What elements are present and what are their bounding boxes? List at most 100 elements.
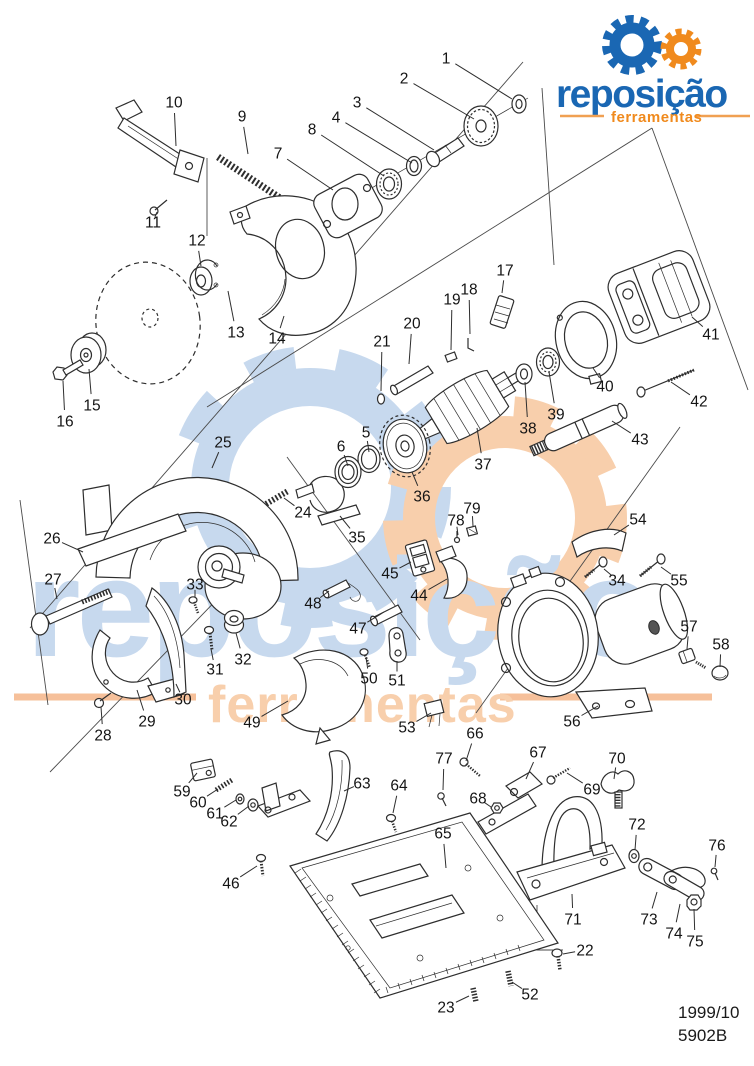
part-number-label-35: 35: [348, 530, 365, 547]
part-number-label-57: 57: [680, 619, 697, 636]
part-number-label-3: 3: [353, 95, 362, 112]
part-number-label-47: 47: [349, 621, 366, 638]
logo-wordmark: reposição: [556, 73, 727, 116]
part-number-label-77: 77: [435, 751, 452, 768]
leader-line-part-17: [501, 280, 505, 294]
leader-line-part-19: [450, 309, 453, 351]
part-number-label-44: 44: [410, 588, 428, 605]
part-number-label-67: 67: [529, 745, 546, 762]
leader-line-part-18: [468, 299, 471, 335]
part-screw-46: [255, 853, 267, 877]
leader-line-part-35: [339, 515, 351, 529]
part-base-plate-65: [289, 812, 559, 999]
part-number-label-29: 29: [138, 714, 155, 731]
part-number-label-15: 15: [83, 398, 100, 415]
leader-line-part-74: [675, 903, 681, 923]
leader-line-part-12: [198, 250, 202, 267]
part-lever-74: [663, 870, 705, 902]
part-screw-78: [453, 531, 461, 544]
leader-line-part-23: [455, 995, 470, 1003]
part-number-label-13: 13: [227, 325, 244, 342]
part-number-label-2: 2: [400, 71, 409, 88]
part-bolt-27: [30, 588, 113, 636]
part-number-label-63: 63: [353, 776, 370, 793]
part-bearing-retainer-40: [554, 300, 618, 385]
part-number-label-75: 75: [686, 934, 703, 951]
part-number-label-56: 56: [563, 714, 580, 731]
leader-line-part-1: [455, 63, 513, 100]
part-wing-bolt-70: [600, 770, 635, 809]
part-screw-55: [639, 553, 666, 578]
leader-line-part-45: [399, 561, 412, 569]
leader-line-part-21: [380, 351, 383, 392]
part-number-label-27: 27: [44, 572, 61, 589]
leader-line-part-42: [670, 381, 691, 396]
leader-line-part-20: [408, 333, 412, 365]
leader-line-part-29: [136, 689, 145, 711]
leader-line-part-61: [224, 799, 237, 808]
part-bearing-8: [375, 168, 403, 200]
part-block-53: [423, 698, 445, 728]
part-number-label-79: 79: [463, 501, 480, 518]
leader-line-part-43: [611, 420, 632, 434]
part-number-label-76: 76: [708, 838, 725, 855]
leader-line-part-36: [411, 471, 419, 487]
part-number-label-11: 11: [145, 215, 161, 232]
part-screw-69: [546, 766, 571, 785]
part-guard-plate-30: [145, 587, 187, 698]
leader-line-part-78: [456, 526, 459, 536]
part-number-label-10: 10: [165, 95, 183, 112]
part-trigger-44: [435, 545, 468, 599]
part-shaft-20: [389, 365, 434, 396]
part-switch-45: [404, 539, 436, 577]
part-number-label-46: 46: [222, 876, 239, 893]
part-shaft-3: [425, 137, 465, 168]
part-number-label-37: 37: [474, 457, 491, 474]
leader-line-part-2: [413, 83, 475, 120]
part-number-label-20: 20: [403, 316, 421, 333]
leader-line-part-76: [714, 854, 717, 868]
part-number-label-71: 71: [564, 912, 581, 929]
part-screw-11: [149, 199, 168, 216]
part-guide-63: [256, 750, 351, 842]
leader-line-part-69: [566, 772, 584, 784]
part-number-label-30: 30: [174, 692, 192, 709]
leader-line-part-10: [173, 112, 177, 147]
part-number-label-19: 19: [443, 292, 460, 309]
leader-line-part-47: [367, 611, 385, 623]
part-number-label-36: 36: [413, 489, 430, 506]
leader-line-part-26: [61, 542, 84, 553]
diagram-date: 1999/10: [678, 1003, 739, 1022]
part-blade-case-25: [82, 476, 299, 620]
leader-line-part-71: [571, 893, 574, 909]
part-number-label-61: 61: [206, 806, 223, 823]
leader-line-part-5: [366, 440, 370, 453]
part-pin-52: [505, 970, 514, 987]
part-screw-34: [584, 556, 608, 579]
part-number-label-59: 59: [173, 784, 190, 801]
part-sleeve-19: [444, 351, 458, 363]
part-screw-76: [710, 867, 719, 881]
leader-line-part-65: [443, 843, 447, 869]
leader-line-part-62: [237, 805, 250, 815]
part-screw-64: [385, 813, 398, 833]
part-number-label-52: 52: [521, 987, 538, 1004]
part-number-label-68: 68: [469, 791, 486, 808]
leader-line-part-31: [210, 648, 214, 661]
leader-line-part-22: [562, 951, 576, 955]
part-number-label-16: 16: [56, 414, 73, 431]
part-number-label-9: 9: [238, 109, 247, 126]
leader-line-part-68: [483, 801, 492, 808]
leader-line-part-58: [719, 654, 722, 668]
leader-line-part-53: [416, 712, 432, 722]
leader-line-part-54: [613, 524, 630, 536]
part-screw-22: [551, 948, 563, 971]
leader-line-part-64: [392, 795, 398, 814]
part-bracket-67: [477, 771, 543, 835]
part-number-label-1: 1: [442, 51, 451, 68]
part-number-label-24: 24: [294, 505, 312, 522]
leader-line-part-41: [691, 316, 704, 328]
leader-line-part-14: [279, 315, 285, 329]
part-spindle-43: [529, 402, 628, 457]
part-number-label-48: 48: [304, 596, 321, 613]
